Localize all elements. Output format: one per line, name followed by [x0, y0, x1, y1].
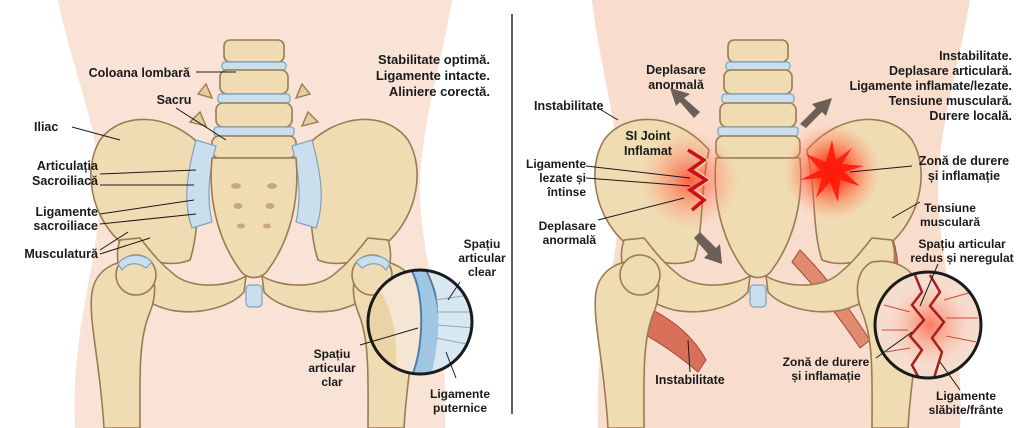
right-status-1: Instabilitate. [939, 49, 1012, 63]
right-status-3: Ligamente inflamate/lezate. [849, 79, 1012, 93]
label-instability-top: Instabilitate [534, 99, 604, 113]
label-lumbar-spine: Coloana lombară [89, 66, 191, 80]
right-status-2: Deplasare articulară. [889, 64, 1012, 78]
arrow-down [694, 232, 722, 264]
label-si-inflamed-2: Inflamat [624, 144, 673, 158]
left-leader-lines [71, 71, 461, 379]
right-leader-lines [585, 107, 961, 391]
label-clear-space-bottom-2: articular [308, 361, 356, 375]
left-status-2: Ligamente intacte. [376, 68, 490, 83]
right-status-5: Durere locală. [929, 109, 1012, 123]
label-ilium: Iliac [34, 120, 58, 134]
label-strong-ligaments-2: puternice [433, 401, 487, 415]
arrow-up-right [800, 98, 832, 128]
label-clear-space-bottom-3: clar [321, 375, 343, 389]
right-pain-burst [800, 140, 864, 202]
label-clear-space-top-3: clear [468, 265, 496, 279]
label-weak-ligaments-2: slăbite/frânte [929, 403, 1004, 417]
right-status-4: Tensiune musculară. [889, 94, 1012, 108]
label-torn-ligaments-1: Ligamente [526, 157, 586, 171]
label-reduced-space-1: Spațiu articular [918, 237, 1006, 251]
label-clear-space-top-1: Spațiu [464, 237, 501, 251]
arrow-up-left [670, 88, 700, 118]
right-pubic-symphysis [749, 284, 767, 308]
left-hip-cartilage-right [355, 254, 391, 272]
label-si-inflamed-1: SI Joint [625, 129, 671, 143]
label-sacrum: Sacru [157, 93, 192, 107]
label-pain-zone-bottom-1: Zonă de durere [783, 355, 870, 369]
left-pubic-symphysis [245, 284, 263, 308]
label-abnormal-shift-1: Deplasare [539, 219, 597, 233]
right-panel-dysfunction: Instabilitate Deplasare anormală SI Join… [526, 0, 1014, 428]
label-pain-zone-1: Zonă de durere [919, 154, 1009, 168]
label-muscle-tension-1: Tensiune [924, 201, 976, 215]
left-status-3: Aliniere corectă. [389, 84, 490, 99]
label-si-ligaments-2: sacroiliace [33, 219, 98, 233]
left-status-1: Stabilitate optimă. [378, 52, 490, 67]
left-ilium-right [302, 118, 418, 265]
label-musculature: Musculatură [24, 247, 99, 261]
label-pain-zone-2: și inflamație [928, 169, 1000, 183]
left-lumbar-spine [188, 39, 320, 159]
left-sacral-foramina [231, 183, 277, 229]
right-inflammation-left [640, 130, 740, 230]
right-torn-ligament [686, 148, 710, 212]
label-si-joint-1: Articulația [37, 159, 99, 173]
label-abnormal-shift-2: anormală [543, 233, 597, 247]
label-torn-ligaments-2: lezate și [539, 171, 586, 185]
right-torn-ligament-highlight [693, 149, 712, 201]
label-si-joint-2: Sacroiliacă [32, 174, 99, 188]
left-hip-cartilage-left [117, 254, 153, 272]
label-strong-ligaments-1: Ligamente [430, 387, 490, 401]
right-lumbar-spine [715, 39, 801, 159]
label-instability-bottom: Instabilitate [655, 373, 725, 387]
label-abnormal-shift-top-2: anormală [648, 78, 705, 92]
label-reduced-space-2: redus și neregulat [910, 251, 1013, 265]
right-femoral-head-left [619, 254, 661, 296]
left-panel-healthy: Coloana lombară Sacru Iliac Articulația … [24, 0, 506, 428]
label-clear-space-top-2: articular [458, 251, 506, 265]
left-ilium-left [90, 118, 206, 265]
right-displacement-arrows [670, 88, 832, 264]
label-abnormal-shift-top-1: Deplasare [646, 63, 706, 77]
right-zoom-circle [873, 270, 983, 380]
label-pain-zone-bottom-2: și inflamație [791, 369, 861, 383]
label-si-ligaments-1: Ligamente [35, 205, 98, 219]
label-clear-space-bottom-1: Spațiu [314, 347, 351, 361]
label-weak-ligaments-1: Ligamente [936, 389, 996, 403]
label-muscle-tension-2: musculară [920, 215, 980, 229]
label-torn-ligaments-3: întinse [546, 185, 586, 199]
